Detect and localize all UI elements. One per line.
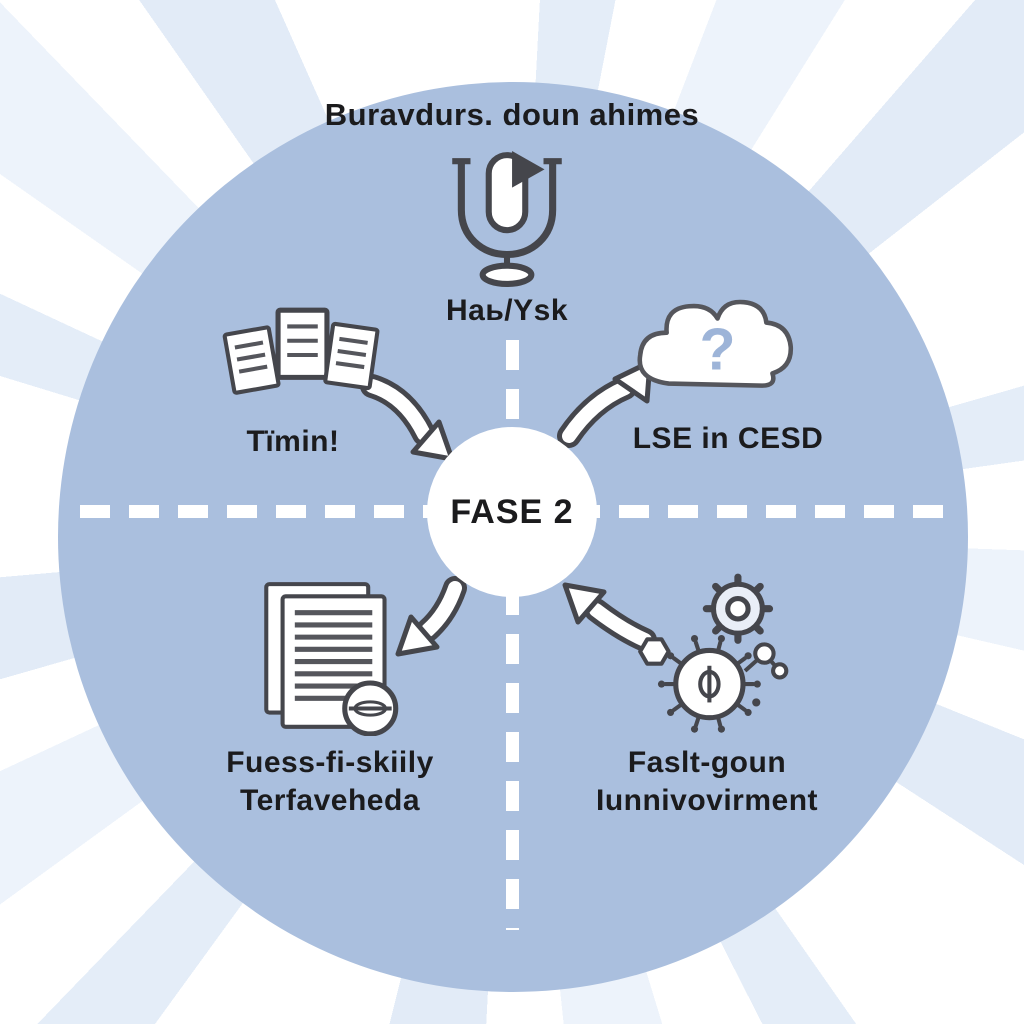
bottom-right-node-label: Faslt-goun Iunnivovirment — [596, 744, 818, 820]
bottom-left-label-line2: Terfaveheda — [239, 784, 421, 817]
bottom-right-label-line1: Faslt-goun — [627, 746, 787, 779]
diagram-title: Buravdurs. doun ahimes — [324, 97, 700, 132]
left-node-label: Tïmin! — [246, 425, 340, 458]
center-node: FASE 2 — [427, 427, 597, 597]
microbe-gear-icon — [636, 570, 794, 733]
top-node-label: Haь/Ysk — [445, 294, 569, 327]
documents-stack-icon — [210, 300, 395, 412]
bottom-left-label-line1: Fuess-fi-skiily — [226, 746, 434, 779]
microphone-play-icon — [447, 147, 567, 289]
bottom-right-label-line2: Iunnivovirment — [595, 784, 819, 817]
checklist-magnifier-icon — [252, 578, 410, 736]
bottom-left-node-label: Fuess-fi-skiily Terfaveheda — [226, 744, 434, 820]
cloud-question-icon: ? — [628, 292, 806, 406]
right-node-label: LSE in CESD — [632, 422, 824, 455]
svg-text:?: ? — [699, 316, 735, 382]
center-label: FASE 2 — [450, 492, 574, 531]
